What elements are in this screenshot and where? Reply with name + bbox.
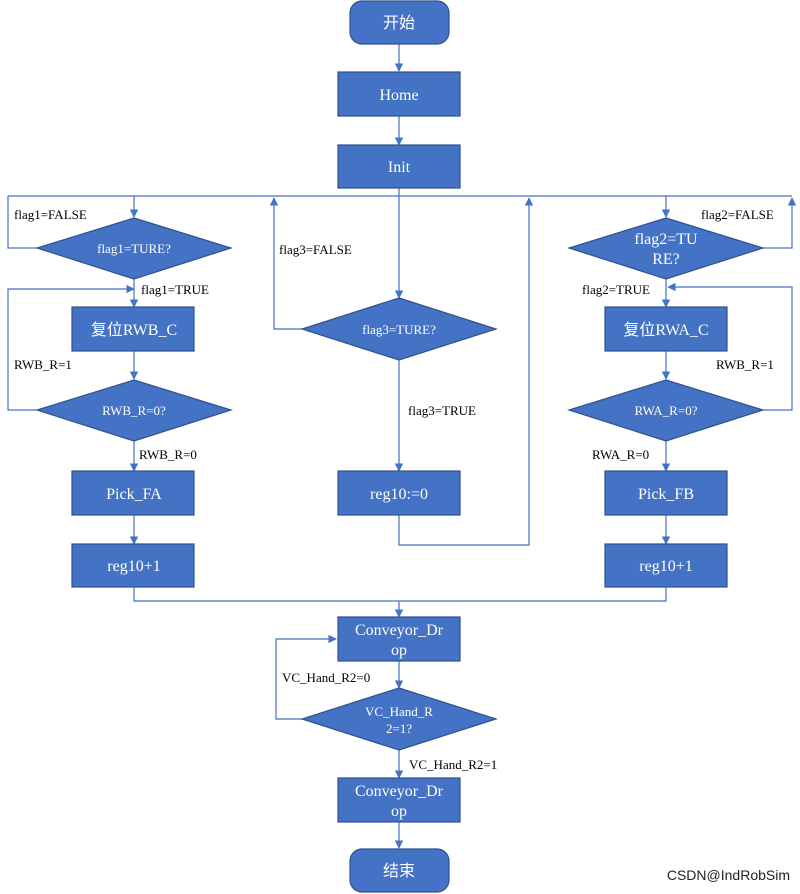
edge-label-flag3-false: flag3=FALSE [279,242,352,257]
start-label: 开始 [383,14,415,32]
init-label: Init [388,159,411,176]
conveyor-drop-2-label-1: Conveyor_Dr [355,783,444,800]
conveyor-drop-2-label-2: op [391,803,407,820]
flag2-decision-label-1: flag2=TU [634,231,698,248]
vc-decision-label-2: 2=1? [386,721,412,736]
pick-fb-box [604,470,728,516]
reg10-right-box [604,543,728,588]
flag2-decision-label-2: RE? [652,251,680,268]
edge-label-flag2-false: flag2=FALSE [701,207,774,222]
edge-rwb-loop [7,284,135,411]
init-box [337,144,461,189]
conveyor-drop-1-label-1: Conveyor_Dr [355,622,444,639]
reset-rwb-label: 复位RWB_C [91,321,177,339]
connectors [7,44,797,849]
vc-decision [300,687,498,751]
home-label: Home [379,87,418,104]
conveyor-drop-2-box [337,777,461,823]
edge-label-vc-1: VC_Hand_R2=1 [409,757,497,772]
flag3-decision [300,297,498,361]
reg10-left-box [71,543,195,588]
rwa-decision-label: RWA_R=0? [635,403,698,418]
pick-fb-label: Pick_FB [638,486,694,503]
edge-vc-loop [275,634,337,720]
reg10-right-label: reg10+1 [639,558,692,575]
end-label: 结束 [383,862,415,880]
flag2-decision [566,217,766,280]
watermark: CSDN@IndRobSim [667,867,790,883]
conveyor-drop-1-label-2: op [391,642,407,659]
edge-flag1-false-loop [7,196,37,249]
flag3-decision-label: flag3=TURE? [362,322,436,337]
reset-rwb-box [71,306,195,352]
edge-label-flag1-true: flag1=TRUE [141,282,209,297]
nodes [34,0,766,893]
pick-fa-label: Pick_FA [106,486,162,503]
conveyor-drop-1-box [337,616,461,662]
edge-label-rwb-r1: RWB_R=1 [14,357,72,372]
edge-reg10-return [398,197,534,546]
vc-decision-label-1: VC_Hand_R [365,704,433,719]
edge-bottom-bus [133,587,667,602]
pick-fa-box [71,470,195,516]
edge-label-flag2-true: flag2=TRUE [582,282,650,297]
edge-label-vc-0: VC_Hand_R2=0 [282,670,370,685]
rwb-decision [34,379,234,442]
rwb-decision-label: RWB_R=0? [102,403,166,418]
edge-label-rwa-r1: RWB_R=1 [716,357,774,372]
rwa-decision [566,379,766,442]
edge-label-rwa-r0: RWA_R=0 [592,447,649,462]
edge-rwa-loop [667,282,793,411]
edge-flag2-false [763,197,797,249]
flag1-decision-label: flag1=TURE? [97,241,171,256]
edge-label-flag1-false: flag1=FALSE [14,207,87,222]
start-terminal [349,0,450,45]
reg10-set-box [337,470,461,516]
end-terminal [349,848,450,893]
home-box [337,71,461,117]
edge-flag3-false [269,197,302,330]
reg10-set-label: reg10:=0 [370,486,428,503]
edge-label-flag3-true: flag3=TRUE [408,403,476,418]
reg10-left-label: reg10+1 [107,558,160,575]
reset-rwa-box [604,306,728,352]
edge-label-rwb-r0: RWB_R=0 [139,447,197,462]
reset-rwa-label: 复位RWA_C [623,321,708,339]
flag1-decision [34,217,234,280]
